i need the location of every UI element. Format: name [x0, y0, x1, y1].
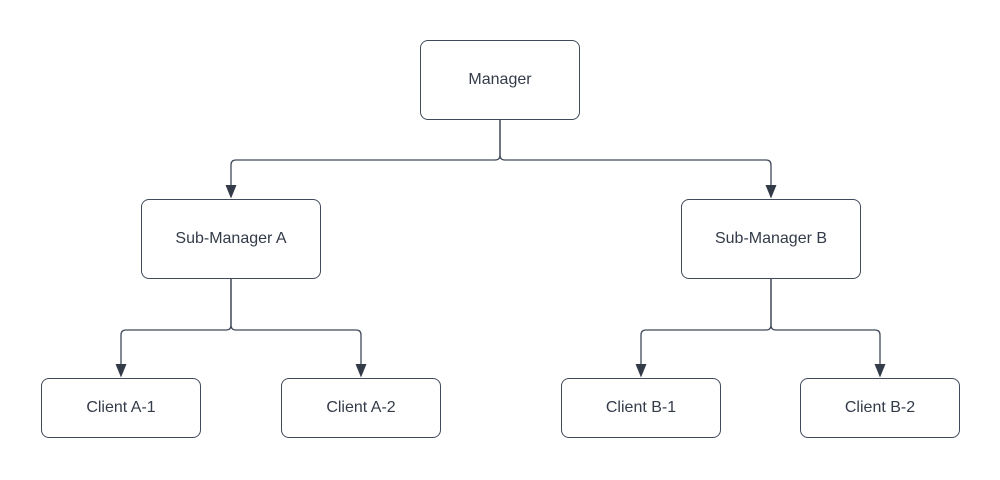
node-sub-manager-b: Sub-Manager B	[681, 199, 861, 279]
edge-sub-b-client-b2	[770, 279, 881, 365]
edge-manager-sub-a	[230, 120, 501, 186]
node-manager: Manager	[420, 40, 580, 120]
node-client-b2-label: Client B-2	[844, 399, 916, 416]
node-client-b1-label: Client B-1	[605, 399, 677, 416]
node-manager-label: Manager	[468, 71, 532, 88]
arrowhead-client-b1	[635, 364, 647, 378]
edge-manager-sub-b	[499, 120, 772, 186]
node-sub-manager-a-label: Sub-Manager A	[175, 230, 287, 247]
arrowhead-client-a2	[355, 364, 367, 378]
edge-sub-b-client-b1	[640, 279, 772, 365]
node-client-a2-label: Client A-2	[326, 399, 396, 416]
node-client-b1: Client B-1	[561, 378, 721, 438]
node-sub-manager-a: Sub-Manager A	[141, 199, 321, 279]
arrowhead-sub-a	[225, 185, 237, 199]
edge-sub-a-client-a2	[230, 279, 362, 365]
arrowhead-client-b2	[874, 364, 886, 378]
node-client-a1-label: Client A-1	[86, 399, 156, 416]
node-client-a1: Client A-1	[41, 378, 201, 438]
node-client-b2: Client B-2	[800, 378, 960, 438]
node-client-a2: Client A-2	[281, 378, 441, 438]
edge-sub-a-client-a1	[120, 279, 232, 365]
arrowhead-sub-b	[765, 185, 777, 199]
node-sub-manager-b-label: Sub-Manager B	[714, 230, 828, 247]
arrowhead-client-a1	[115, 364, 127, 378]
